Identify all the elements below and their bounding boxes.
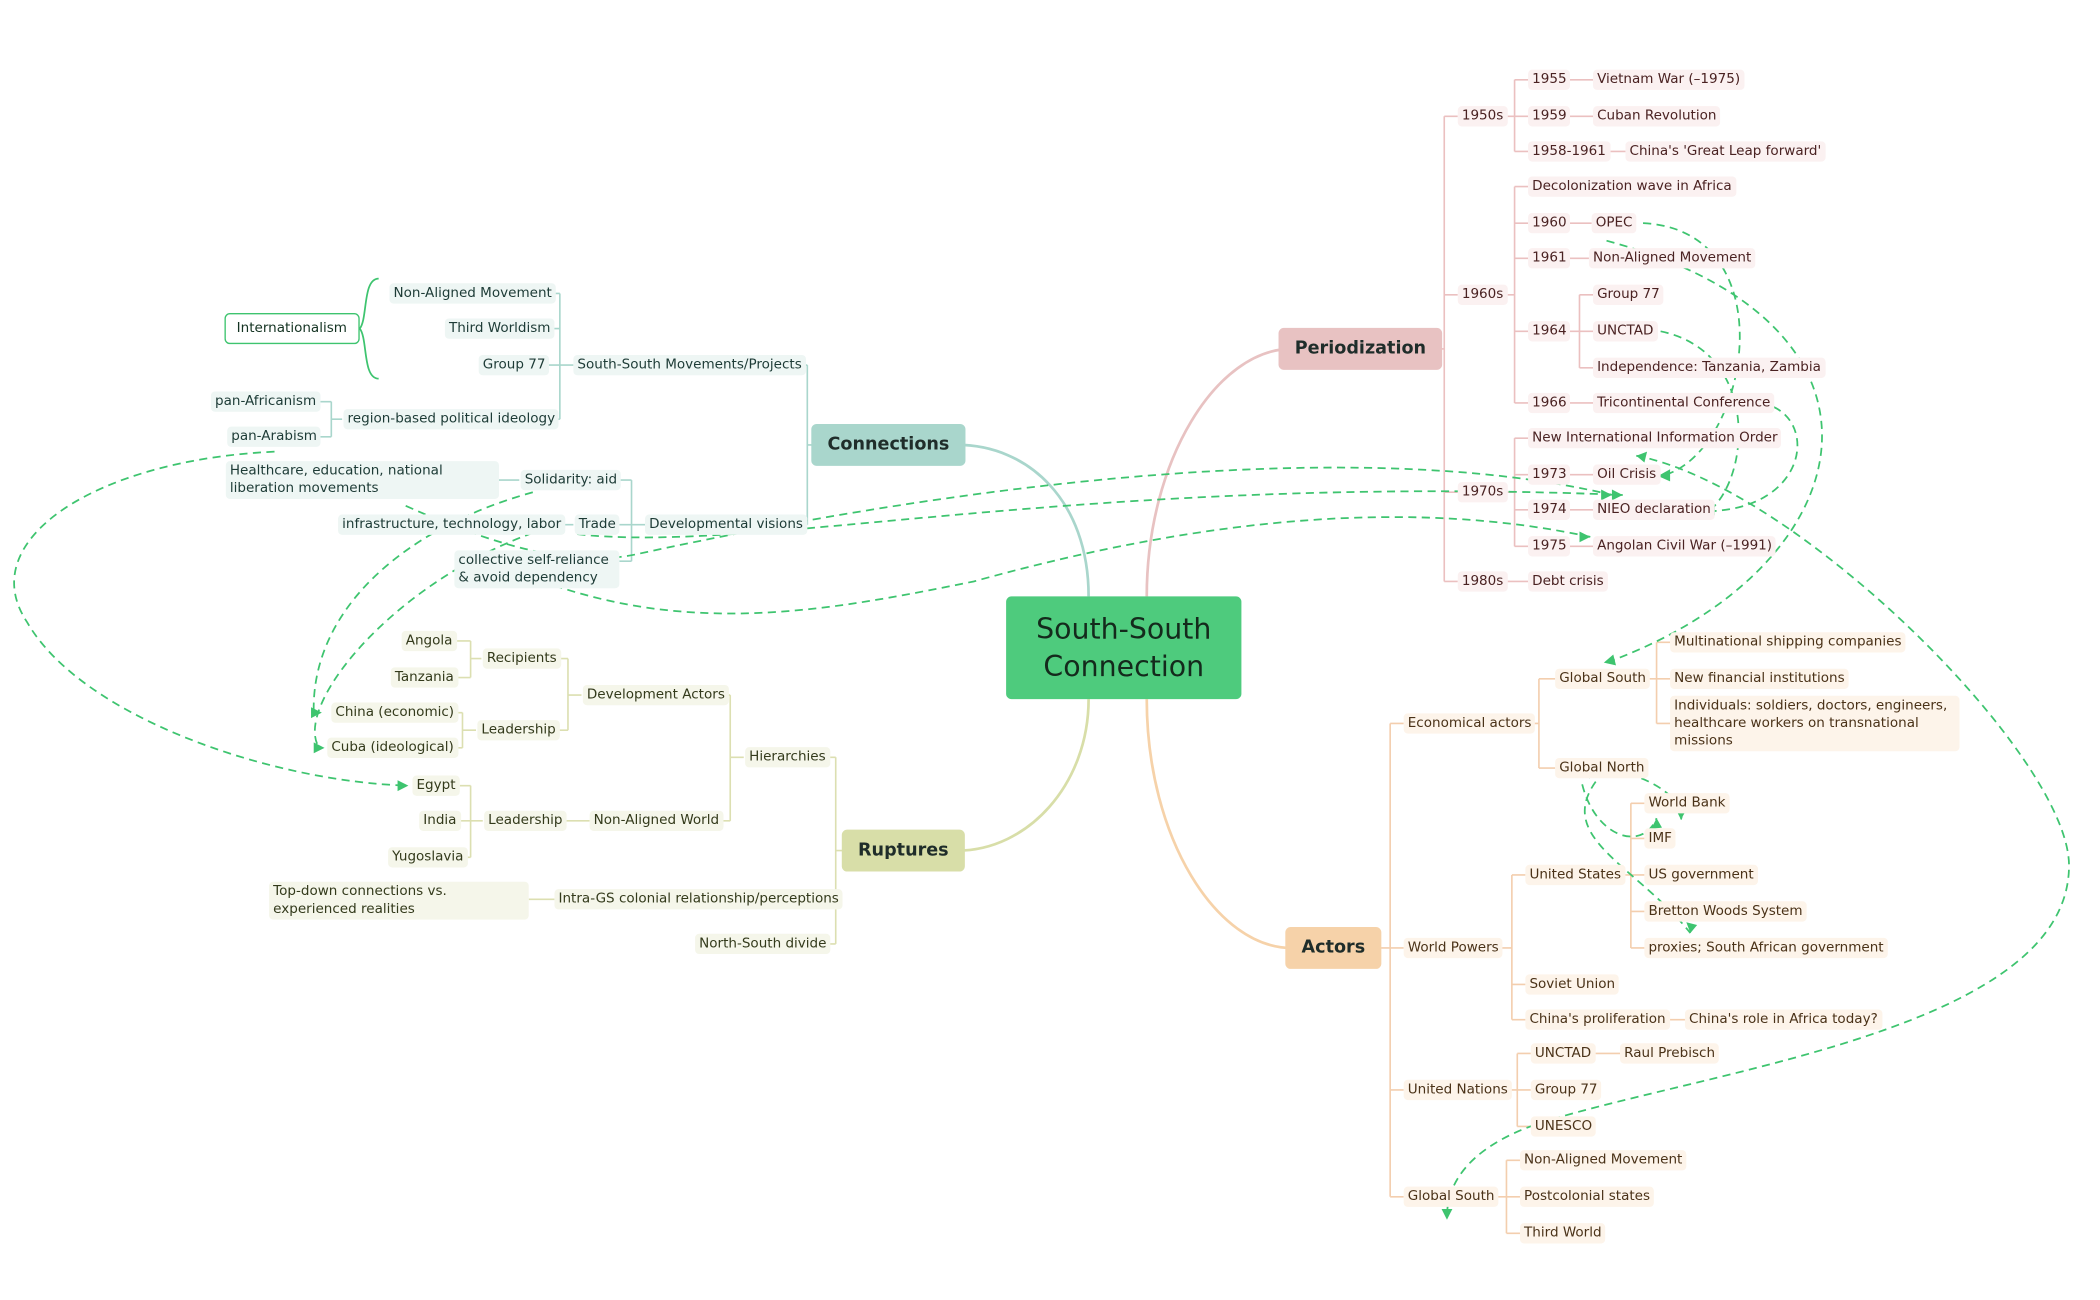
- conn-pan-africanism[interactable]: pan-Africanism: [210, 391, 321, 412]
- rupt-china-economic[interactable]: China (economic): [331, 702, 459, 723]
- actors-united-nations[interactable]: United Nations: [1403, 1079, 1512, 1101]
- rupt-leadership-2[interactable]: Leadership: [484, 810, 567, 831]
- actors-global-north[interactable]: Global North: [1555, 757, 1649, 779]
- conn-region-ideology[interactable]: region-based political ideology: [343, 409, 560, 430]
- actors-group-77[interactable]: Group 77: [1530, 1079, 1602, 1101]
- year-1960[interactable]: 1960: [1528, 212, 1571, 234]
- topic-actors[interactable]: Actors: [1285, 927, 1382, 969]
- conn-group-77[interactable]: Group 77: [478, 354, 550, 376]
- topic-periodization[interactable]: Periodization: [1278, 327, 1443, 370]
- actors-world-powers[interactable]: World Powers: [1403, 937, 1503, 959]
- rupt-india[interactable]: India: [419, 810, 461, 831]
- decade-1980s[interactable]: 1980s: [1457, 571, 1508, 592]
- rupt-tanzania[interactable]: Tanzania: [390, 667, 458, 688]
- actors-unesco[interactable]: UNESCO: [1530, 1116, 1597, 1137]
- conn-third-worldism[interactable]: Third Worldism: [444, 318, 555, 339]
- actors-global-south-2[interactable]: Global South: [1403, 1186, 1499, 1207]
- year-1966[interactable]: 1966: [1528, 392, 1571, 414]
- branch-actors-line: [1145, 699, 1292, 950]
- rupt-hierarchies[interactable]: Hierarchies: [745, 747, 830, 768]
- conn-trade[interactable]: Trade: [574, 514, 620, 535]
- year-1959[interactable]: 1959: [1528, 106, 1571, 127]
- event-decolonization[interactable]: Decolonization wave in Africa: [1528, 176, 1736, 197]
- event-cuban-revolution[interactable]: Cuban Revolution: [1593, 106, 1721, 127]
- event-vietnam-war[interactable]: Vietnam War (–1975): [1593, 69, 1745, 90]
- actors-economical[interactable]: Economical actors: [1403, 713, 1536, 734]
- event-tricontinental[interactable]: Tricontinental Conference: [1593, 392, 1775, 414]
- event-niio[interactable]: New International Information Order: [1528, 428, 1782, 449]
- conn-internationalism[interactable]: Internationalism: [224, 313, 360, 345]
- actors-united-states[interactable]: United States: [1525, 864, 1626, 886]
- event-oil-crisis[interactable]: Oil Crisis: [1593, 464, 1661, 485]
- actors-soviet-union[interactable]: Soviet Union: [1525, 974, 1620, 995]
- actors-third-world[interactable]: Third World: [1519, 1223, 1606, 1244]
- actors-shipping-companies[interactable]: Multinational shipping companies: [1670, 632, 1906, 653]
- event-independence[interactable]: Independence: Tanzania, Zambia: [1593, 357, 1825, 378]
- conn-non-aligned-movement[interactable]: Non-Aligned Movement: [389, 283, 556, 304]
- branch-connections-line: [957, 443, 1090, 597]
- rupt-north-south-divide[interactable]: North-South divide: [695, 933, 831, 955]
- internationalism-bracket: [358, 277, 379, 380]
- actors-unctad[interactable]: UNCTAD: [1530, 1043, 1596, 1064]
- actors-financial-institutions[interactable]: New financial institutions: [1670, 668, 1849, 689]
- rupt-non-aligned-world[interactable]: Non-Aligned World: [589, 810, 724, 831]
- conn-ss-movements[interactable]: South-South Movements/Projects: [573, 354, 806, 376]
- year-1973[interactable]: 1973: [1528, 464, 1571, 485]
- year-1974[interactable]: 1974: [1528, 499, 1571, 520]
- year-1961[interactable]: 1961: [1528, 248, 1571, 269]
- actors-world-bank[interactable]: World Bank: [1644, 793, 1730, 814]
- actors-imf[interactable]: IMF: [1644, 828, 1676, 849]
- actors-individuals[interactable]: Individuals: soldiers, doctors, engineer…: [1670, 695, 1960, 752]
- event-opec[interactable]: OPEC: [1591, 212, 1637, 234]
- conn-infrastructure[interactable]: infrastructure, technology, labor: [338, 514, 566, 535]
- rupt-intra-gs[interactable]: Intra-GS colonial relationship/perceptio…: [554, 889, 843, 910]
- event-unctad[interactable]: UNCTAD: [1593, 321, 1658, 342]
- rupt-leadership-1[interactable]: Leadership: [477, 720, 560, 741]
- conn-solidarity-aid[interactable]: Solidarity: aid: [520, 469, 622, 491]
- event-nieo-declaration[interactable]: NIEO declaration: [1593, 499, 1715, 520]
- actors-china-proliferation[interactable]: China's proliferation: [1525, 1009, 1670, 1030]
- decade-1950s[interactable]: 1950s: [1457, 106, 1508, 127]
- conn-collective-self-reliance[interactable]: collective self-reliance & avoid depende…: [454, 550, 620, 589]
- decade-1960s[interactable]: 1960s: [1457, 284, 1508, 305]
- event-angolan-civil-war[interactable]: Angolan Civil War (–1991): [1593, 536, 1777, 557]
- topic-connections[interactable]: Connections: [811, 423, 966, 466]
- event-great-leap-forward[interactable]: China's 'Great Leap forward': [1625, 141, 1826, 162]
- central-topic[interactable]: South-South Connection: [1006, 596, 1242, 700]
- rupt-recipients[interactable]: Recipients: [482, 648, 561, 669]
- branch-ruptures-line: [957, 699, 1090, 852]
- actors-postcolonial-states[interactable]: Postcolonial states: [1519, 1186, 1655, 1207]
- actors-china-africa[interactable]: China's role in Africa today?: [1684, 1009, 1882, 1030]
- rupt-angola[interactable]: Angola: [401, 630, 457, 652]
- year-1975[interactable]: 1975: [1528, 536, 1571, 557]
- actors-us-government[interactable]: US government: [1644, 864, 1758, 886]
- actors-global-south[interactable]: Global South: [1555, 668, 1650, 689]
- topic-ruptures[interactable]: Ruptures: [841, 829, 965, 872]
- rupt-cuba-ideological[interactable]: Cuba (ideological): [327, 737, 458, 758]
- actors-non-aligned-movement[interactable]: Non-Aligned Movement: [1519, 1150, 1687, 1171]
- year-1958-1961[interactable]: 1958-1961: [1528, 141, 1610, 162]
- event-group-77[interactable]: Group 77: [1593, 284, 1664, 305]
- rupt-top-down[interactable]: Top-down connections vs. experienced rea…: [269, 881, 529, 920]
- year-1955[interactable]: 1955: [1528, 69, 1571, 90]
- event-non-aligned-movement[interactable]: Non-Aligned Movement: [1588, 248, 1756, 269]
- decade-1970s[interactable]: 1970s: [1457, 482, 1508, 503]
- conn-pan-arabism[interactable]: pan-Arabism: [227, 426, 321, 447]
- event-debt-crisis[interactable]: Debt crisis: [1528, 571, 1608, 592]
- year-1964[interactable]: 1964: [1528, 321, 1571, 342]
- actors-raul-prebisch[interactable]: Raul Prebisch: [1620, 1043, 1720, 1064]
- conn-developmental-visions[interactable]: Developmental visions: [645, 514, 808, 535]
- rupt-egypt[interactable]: Egypt: [412, 775, 460, 796]
- conn-healthcare[interactable]: Healthcare, education, national liberati…: [225, 461, 499, 499]
- actors-bretton-woods[interactable]: Bretton Woods System: [1644, 901, 1807, 922]
- branch-periodization-line: [1145, 347, 1292, 597]
- rupt-yugoslavia[interactable]: Yugoslavia: [388, 847, 468, 868]
- actors-proxies[interactable]: proxies; South African government: [1644, 937, 1888, 959]
- rupt-development-actors[interactable]: Development Actors: [582, 684, 729, 706]
